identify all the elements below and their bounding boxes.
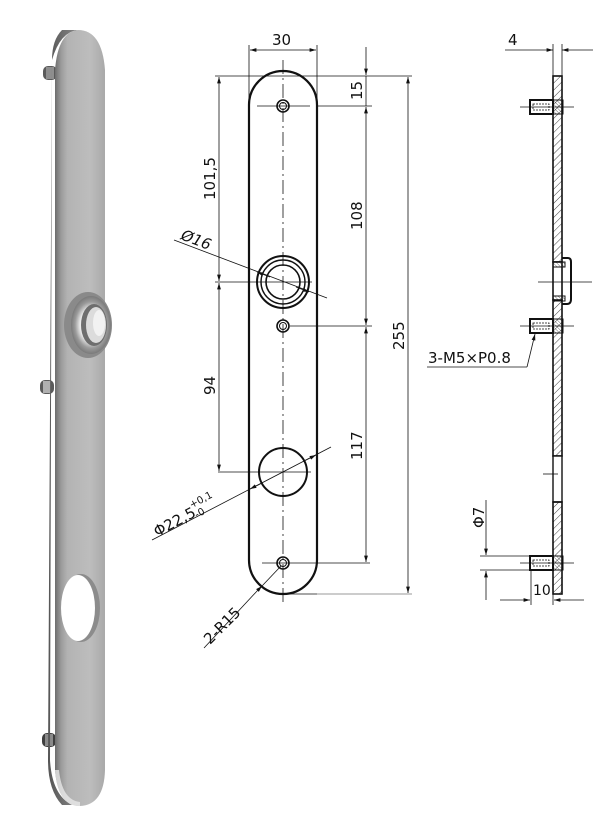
cylinder-hole-photo <box>61 574 100 642</box>
stud-mid-photo <box>40 380 54 394</box>
dim-cylinder-hole-diameter: Φ22,5 +0,1 -0 <box>150 490 214 541</box>
dim-thickness-4: 4 <box>508 31 518 49</box>
dim-lower-94: 94 <box>201 376 219 395</box>
dim-stud-length: 10 <box>533 583 551 599</box>
stud-bottom-side <box>520 555 574 571</box>
dim-overall-255: 255 <box>390 321 408 350</box>
plate-section-3 <box>552 501 563 595</box>
cylinder-tol-lower: -0 <box>193 506 207 520</box>
stud-mid-side <box>520 318 574 334</box>
plate-body <box>55 30 105 806</box>
side-view <box>427 44 593 605</box>
product-photo <box>40 30 112 806</box>
dim-top-15: 15 <box>348 81 366 100</box>
stud-top-photo <box>43 66 57 80</box>
dim-end-radius: 2-R15 <box>200 604 244 648</box>
boss-ring-photo <box>64 292 112 358</box>
dim-spacing-108: 108 <box>348 201 366 230</box>
dim-width-30: 30 <box>272 31 291 49</box>
dim-spacing-117: 117 <box>348 431 366 460</box>
thread-callout: 3-M5×P0.8 <box>428 349 511 367</box>
plate-gap <box>552 455 563 503</box>
stud-top-side <box>520 99 574 115</box>
dim-upper-101-5: 101,5 <box>201 157 219 200</box>
dim-boss-diameter: Ø16 <box>178 226 214 254</box>
dim-stud-diameter: Φ7 <box>470 507 488 528</box>
front-view <box>151 45 412 649</box>
